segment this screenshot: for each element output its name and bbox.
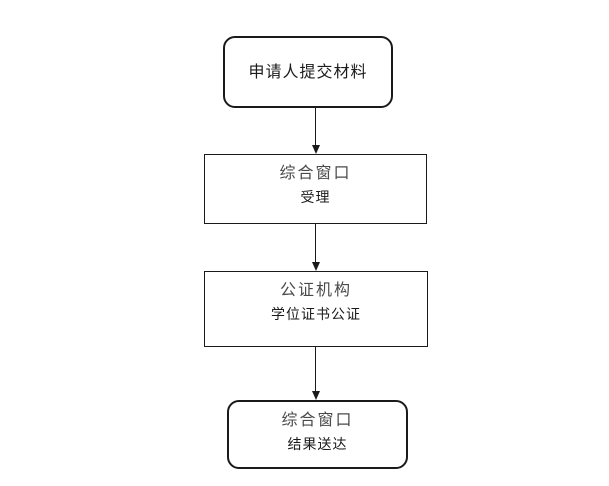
- node-subtext: 学位证书公证: [271, 308, 361, 323]
- arrow-shaft: [314, 108, 317, 145]
- node-heading: 综合窗口: [281, 412, 354, 429]
- flow-node-accept: 综合窗口 受理: [204, 154, 427, 224]
- flow-node-start: 申请人提交材料: [223, 36, 393, 108]
- flow-node-end: 综合窗口 结果送达: [227, 400, 408, 469]
- node-heading: 公证机构: [279, 282, 352, 299]
- node-subtext: 结果送达: [287, 438, 348, 453]
- node-heading: 综合窗口: [279, 165, 352, 182]
- node-subtext: 受理: [300, 191, 331, 206]
- arrow-down-icon: [311, 262, 320, 271]
- node-label: 申请人提交材料: [248, 63, 368, 81]
- flow-arrow-3: [311, 347, 320, 400]
- flow-node-notary: 公证机构 学位证书公证: [204, 271, 428, 347]
- arrow-shaft: [314, 224, 317, 262]
- arrow-down-icon: [311, 145, 320, 154]
- flow-arrow-2: [311, 224, 320, 271]
- arrow-down-icon: [311, 391, 320, 400]
- flow-arrow-1: [311, 108, 320, 154]
- arrow-shaft: [314, 347, 317, 391]
